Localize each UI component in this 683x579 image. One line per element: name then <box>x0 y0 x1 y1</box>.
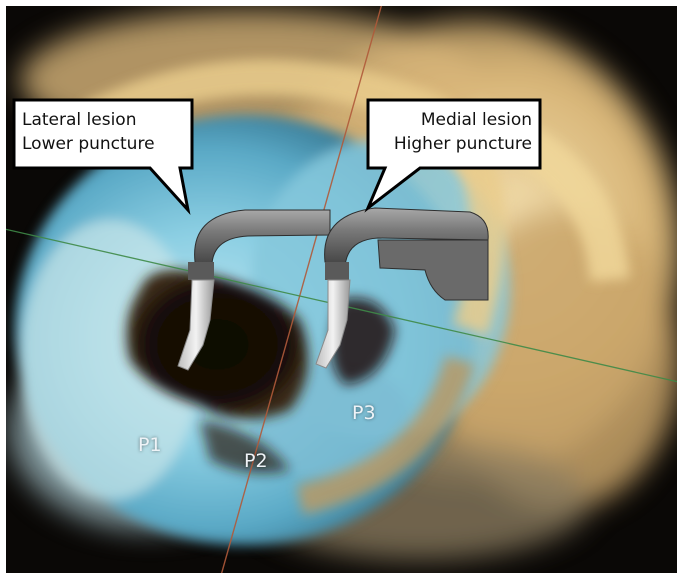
scallop-p2-label: P2 <box>244 450 268 472</box>
right-callout-line1: Medial lesion <box>380 108 532 132</box>
right-callout-line2: Higher puncture <box>380 132 532 156</box>
left-callout-line2: Lower puncture <box>22 132 155 156</box>
left-callout-text: Lateral lesion Lower puncture <box>22 108 155 156</box>
right-callout-text: Medial lesion Higher puncture <box>380 108 532 156</box>
left-callout-line1: Lateral lesion <box>22 108 155 132</box>
scallop-p3-label: P3 <box>352 402 376 424</box>
scallop-p1-label: P1 <box>138 434 162 456</box>
